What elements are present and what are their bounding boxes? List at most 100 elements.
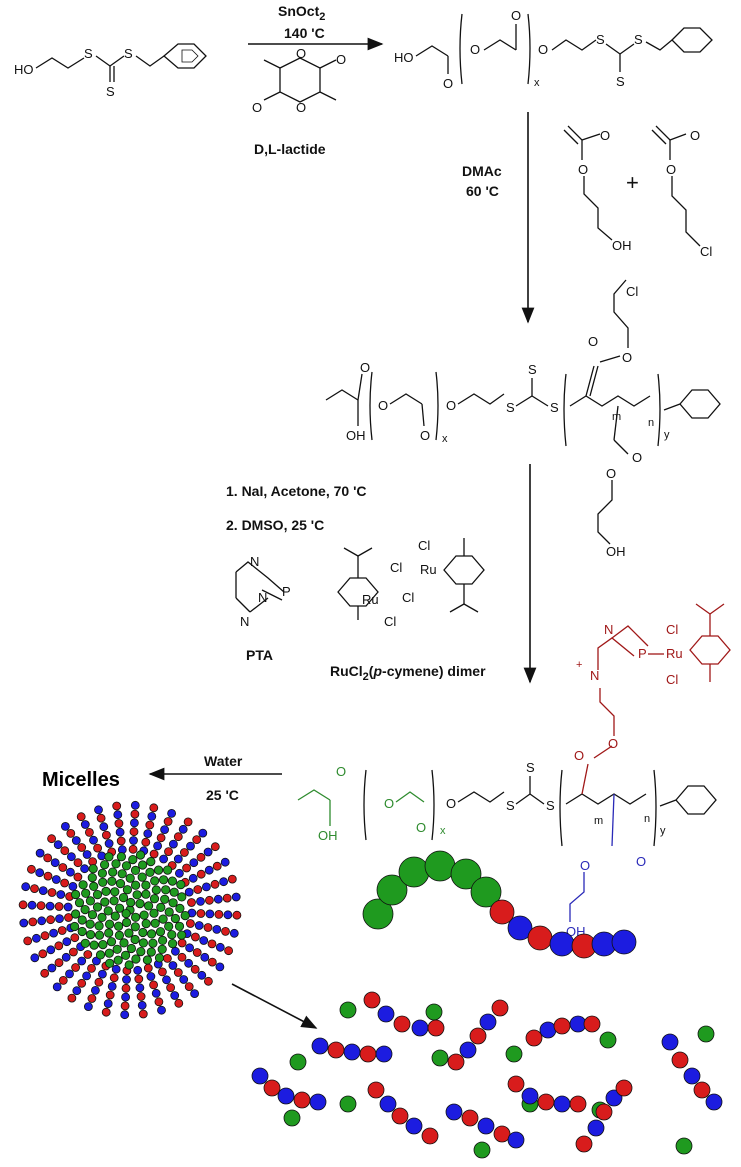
copolymer-o2: O: [378, 398, 388, 413]
product1-o1: O: [443, 76, 453, 91]
final-s3: S: [546, 798, 555, 813]
final-n1: N: [590, 668, 599, 683]
micelle-corona-bead: [87, 964, 96, 973]
unimer-bead: [469, 1027, 487, 1045]
ru-functionalized-polymer: OH O O O x O S S S m n y O O N: [297, 603, 731, 939]
copolymer-oh: OH: [346, 428, 366, 443]
micelle-core-bead: [136, 946, 146, 957]
micelle-corona-bead: [111, 964, 121, 974]
micelle-core-bead: [149, 894, 160, 904]
micelle-core-bead: [92, 889, 103, 900]
pta-label: PTA: [246, 647, 273, 663]
micelle-corona-bead: [98, 969, 107, 979]
micelle-core-bead: [103, 906, 113, 916]
cema-o2: O: [666, 162, 676, 177]
final-o6: O: [608, 736, 618, 751]
micelle-core-bead: [125, 873, 135, 883]
micelle-corona-bead: [200, 952, 210, 962]
thione-label: S: [106, 84, 115, 99]
micelle-core-bead: [131, 880, 141, 890]
copolymer-cl: Cl: [626, 284, 638, 299]
micelle-corona-bead: [170, 991, 180, 1000]
micelle-corona-bead: [83, 950, 93, 959]
micelle-corona-bead: [164, 847, 173, 856]
ru-arm-bond-5: [611, 625, 649, 647]
micelle-corona-bead: [157, 1005, 166, 1015]
micelle-corona-bead: [116, 836, 126, 846]
micelle-core-bead: [95, 950, 106, 960]
product1-o2: O: [470, 42, 480, 57]
micelle-corona-bead: [220, 857, 230, 867]
micelle-corona-bead: [197, 970, 207, 980]
copolymer-x: x: [442, 433, 448, 445]
dispersed-green-bead: [431, 1049, 449, 1067]
micelle-core-bead: [124, 928, 134, 938]
pla-block: OH O O O x: [297, 764, 446, 843]
unimer-bead: [375, 1045, 393, 1063]
ru-dimer-label: RuCl2(p-cymene) dimer: [330, 663, 486, 683]
micelle-illustration: [18, 800, 242, 1020]
pta-p: P: [282, 584, 291, 599]
micelle-corona-bead: [43, 853, 53, 863]
micelle-core-bead: [144, 901, 154, 911]
micelle-corona-bead: [205, 909, 215, 919]
micelle-corona-bead: [96, 813, 106, 823]
micelle-corona-bead: [92, 956, 101, 966]
micelle-corona-bead: [18, 900, 28, 910]
final-o3: O: [416, 820, 426, 835]
micelle-core-bead: [147, 929, 157, 939]
micelle-corona-bead: [54, 941, 64, 951]
micelle-corona-bead: [104, 839, 114, 848]
micelle-core-bead: [169, 887, 179, 897]
micelle-corona-bead: [231, 892, 241, 902]
micelle-corona-bead: [215, 962, 225, 972]
micelle-core-bead: [118, 892, 129, 903]
micelle-corona-bead: [183, 817, 193, 827]
unimer-bead: [553, 1095, 571, 1113]
micelle-corona-bead: [45, 901, 55, 911]
unimer-bead: [575, 1135, 593, 1153]
micelle-core-bead: [112, 944, 122, 954]
final-cl2: Cl: [666, 672, 678, 687]
micelle-core-bead: [110, 887, 120, 897]
copolymer-o1: O: [360, 360, 370, 375]
micelle-core-bead: [89, 881, 99, 892]
ru-arm-bond-8: [695, 603, 711, 615]
micelle-core-bead: [85, 919, 95, 929]
sulfur-label: S: [84, 46, 93, 61]
micelle-corona-bead: [196, 897, 205, 906]
micelle-corona-bead: [212, 925, 222, 934]
dispersed-green-bead: [425, 1003, 443, 1021]
dispersed-green-bead: [339, 1095, 357, 1113]
micelle-corona-bead: [38, 949, 48, 959]
micelle-corona-bead: [54, 958, 64, 968]
micelle-core-bead: [110, 911, 120, 921]
micelle-corona-bead: [184, 958, 194, 968]
micelle-corona-bead: [185, 919, 195, 928]
monomer-label: D,L-lactide: [254, 141, 326, 157]
micelle-core-bead: [175, 903, 185, 914]
micelle-core-bead: [141, 880, 151, 890]
unimer-bead: [427, 1019, 445, 1037]
micelle-corona-bead: [32, 933, 41, 943]
micelle-corona-bead: [60, 846, 70, 856]
ru-cl-4: Cl: [418, 538, 430, 553]
unimer-bead: [343, 1043, 361, 1061]
micelle-core-bead: [148, 938, 158, 948]
chain-bead: [611, 929, 637, 955]
micelle-corona-bead: [154, 997, 164, 1007]
micelle-corona-bead: [229, 928, 239, 938]
micelle-core-bead: [141, 889, 151, 899]
micelle-corona-bead: [174, 868, 184, 878]
micelle-core-bead: [168, 938, 178, 949]
micelle-core-bead: [116, 852, 127, 862]
final-ru: Ru: [666, 646, 683, 661]
micelle-corona-bead: [94, 977, 104, 987]
unimer-bead: [553, 1017, 571, 1035]
hydroxyl-label: HO: [14, 62, 34, 77]
sulfur-label-2: S: [124, 46, 133, 61]
final-s1: S: [506, 798, 515, 813]
micelle-corona-bead: [196, 852, 206, 862]
unimer-bead: [421, 1127, 439, 1145]
